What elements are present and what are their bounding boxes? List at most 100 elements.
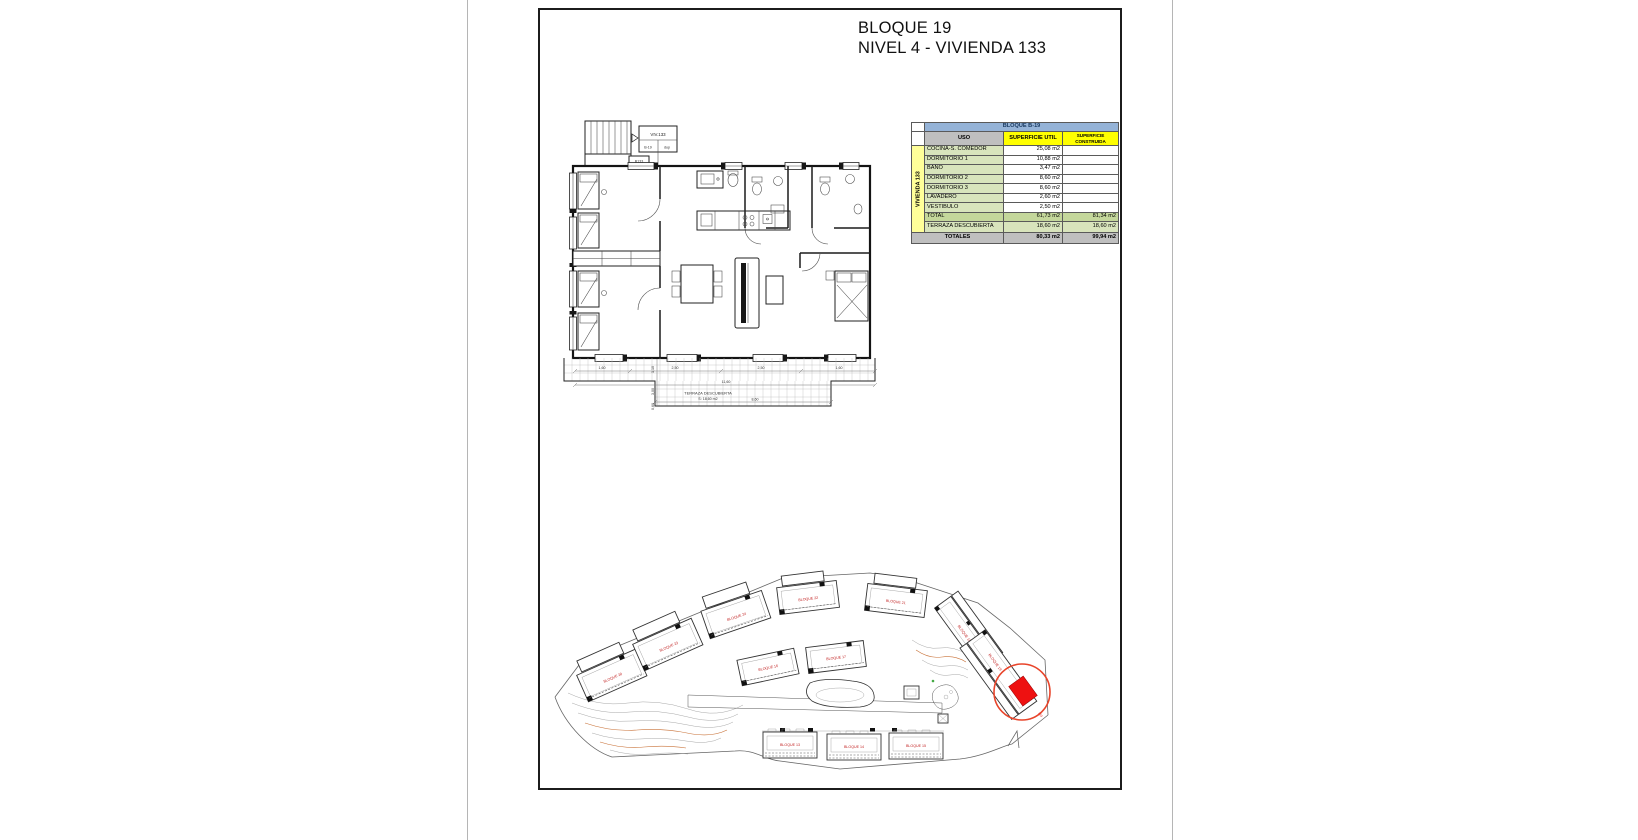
terrace-row-util: 18,60 m2 [1003, 221, 1063, 233]
building-bloque-17: BLOQUE 17 [805, 640, 867, 674]
kitchen [696, 170, 791, 231]
title-block-line: BLOQUE 19 [858, 19, 952, 37]
unit-tag-type: dup [664, 146, 670, 150]
utility-box [937, 713, 949, 724]
dim-h2: 2,50 [758, 366, 765, 370]
building-label: BLOQUE 20 [603, 672, 623, 684]
dim-h3: 1,60 [836, 366, 843, 370]
coffee-table [765, 275, 784, 305]
bathroom2 [819, 174, 863, 215]
room-constr-empty [1062, 173, 1119, 185]
highlight-circle [993, 663, 1051, 721]
dim-h1: 2,50 [672, 366, 679, 370]
building-bloque-20: BLOQUE 20 [576, 641, 648, 703]
area-summary-table: BLOQUE B-19 USO SUPERFICIE UTIL SUPERFIC… [911, 122, 1119, 244]
col-header-uso: USO [924, 131, 1004, 146]
site-plan-drawing: BLOQUE 20 BLOQUE 23 BLOQUE 24 BLOQUE 22 [554, 570, 1051, 770]
room-util: 2,60 m2 [1003, 192, 1063, 204]
room-name: VESTIBULO [924, 202, 1004, 213]
room-constr-empty [1062, 183, 1119, 194]
terrace-row-label: TERRAZA DESCUBIERTA [924, 221, 1004, 233]
col-header-util: SUPERFICIE UTIL [1003, 131, 1063, 146]
wardrobe [572, 250, 661, 267]
building-bloque-13: BLOQUE 13 [762, 728, 818, 759]
left-facade-windows [569, 172, 577, 351]
table-block-header: BLOQUE B-19 [924, 122, 1119, 132]
col-header-construida-l1: SUPERFICIE [1076, 133, 1105, 139]
sheet-title: BLOQUE 19 NIVEL 4 - VIVIENDA 133 [858, 18, 1046, 58]
total-label: TOTAL [924, 211, 1004, 223]
room-constr-empty [1062, 164, 1119, 175]
pool-pad [903, 685, 920, 700]
building-label: BLOQUE 23 [659, 641, 679, 653]
room-name: BAÑO [924, 164, 1004, 175]
room-name: LAVADERO [924, 192, 1004, 204]
highlighted-unit-number: 133 [1037, 711, 1043, 718]
highlighted-unit-marker [1008, 675, 1038, 707]
room-name: COCINA-S. COMEDOR [924, 145, 1004, 156]
building-label: BLOQUE 22 [798, 596, 818, 602]
terrace-area-label: S: 18,60 m2 [698, 397, 717, 401]
terrace-row-constr: 18,60 m2 [1062, 221, 1119, 233]
dining-table [671, 264, 723, 304]
room-util: 3,47 m2 [1003, 164, 1063, 175]
dim-v0: 1,10 [651, 366, 655, 373]
interior-walls [637, 166, 870, 358]
room-name: DORMITORIO 2 [924, 173, 1004, 185]
dim-v2: 0,60 [651, 403, 655, 410]
bedroom1-beds [577, 171, 607, 249]
building-label: BLOQUE 15 [906, 744, 926, 748]
building-bloque-23: BLOQUE 23 [632, 610, 704, 672]
building-bloque-15: BLOQUE 15 [888, 729, 944, 760]
floor-plan-drawing: VIV.133 B-19 dup B133 [563, 120, 877, 410]
room-util: 8,60 m2 [1003, 183, 1063, 194]
building-label: BLOQUE 24 [727, 612, 747, 622]
room-constr-empty [1062, 154, 1119, 166]
room-util: 8,60 m2 [1003, 173, 1063, 185]
terrain-contours [567, 639, 969, 755]
terrace-label: TERRAZA DESCUBIERTA [684, 391, 732, 396]
sofa [734, 257, 760, 329]
room-util: 2,50 m2 [1003, 202, 1063, 213]
building-bloque-14: BLOQUE 14 [826, 730, 882, 761]
dim-total: 11,60 [722, 380, 731, 384]
bathroom1 [751, 176, 785, 214]
room-name: DORMITORIO 3 [924, 183, 1004, 194]
room-constr-empty [1062, 202, 1119, 213]
table-spacer [911, 122, 925, 132]
building-bloque-24: BLOQUE 24 [700, 581, 772, 640]
total-util: 61,73 m2 [1003, 211, 1063, 223]
room-name: DORMITORIO 1 [924, 154, 1004, 166]
main-bedroom-bed [825, 270, 869, 322]
unit-tag-number: VIV.133 [650, 132, 666, 137]
room-constr-empty [1062, 145, 1119, 156]
room-util: 10,88 m2 [1003, 154, 1063, 166]
building-label: BLOQUE 14 [844, 745, 864, 749]
building-label: BLOQUE 16 [758, 664, 778, 672]
col-header-construida: SUPERFICIE CONSTRUIDA [1062, 131, 1119, 146]
dimension-lines: 1,60 2,50 2,50 1,60 11,60 8,60 1,10 3,00… [572, 359, 877, 410]
dim-h0: 1,60 [599, 366, 606, 370]
title-level-line: NIVEL 4 - VIVIENDA 133 [858, 39, 1047, 57]
room-constr-empty [1062, 192, 1119, 204]
total-constr: 81,34 m2 [1062, 211, 1119, 223]
totals-label: TOTALES [911, 232, 1004, 244]
unit-tag-box: VIV.133 B-19 dup [638, 125, 678, 166]
building-label: BLOQUE 13 [780, 743, 800, 747]
totals-util: 80,33 m2 [1003, 232, 1063, 244]
group-label-vivienda: VIVIENDA 133 [911, 145, 925, 233]
stair-direction-arrow [631, 133, 639, 143]
playground [931, 684, 959, 710]
building-bloque-21: BLOQUE 21 [864, 572, 928, 619]
bedroom2-beds [577, 270, 607, 351]
building-bloque-22: BLOQUE 22 [776, 570, 840, 616]
table-spacer [911, 131, 925, 146]
unit-tag-block: B-19 [644, 146, 652, 150]
terrace [563, 358, 876, 407]
col-header-construida-l2: CONSTRUIDA [1075, 138, 1106, 144]
room-util: 25,08 m2 [1003, 145, 1063, 156]
green-marker [931, 679, 935, 683]
stair-id-label: B133 [635, 160, 643, 164]
totals-constr: 99,94 m2 [1062, 232, 1119, 244]
